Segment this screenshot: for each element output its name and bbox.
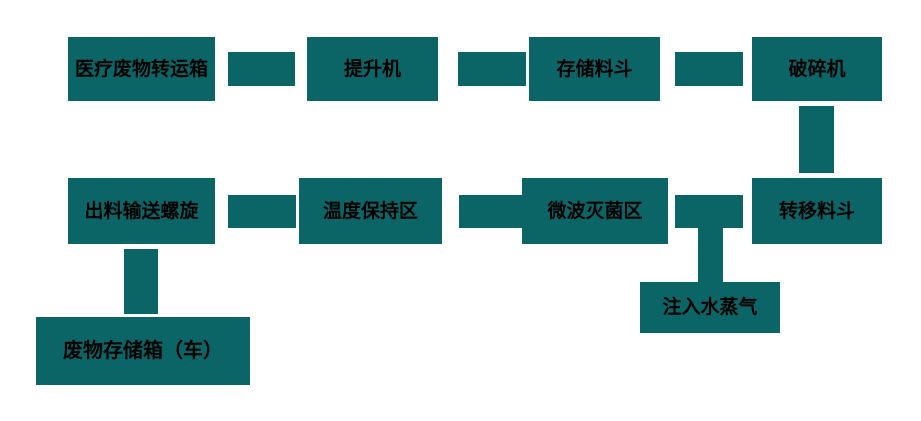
node-discharge-screw-conveyor: 出料输送螺旋 bbox=[68, 178, 215, 244]
node-microwave-sterilization-zone: 微波灭菌区 bbox=[522, 178, 668, 244]
node-storage-hopper: 存储料斗 bbox=[529, 37, 660, 101]
connector-microwave-zone-to-transfer-hopper bbox=[675, 195, 743, 228]
connector-steam-injection-up bbox=[698, 228, 723, 282]
node-waste-storage-box-vehicle: 废物存储箱（车） bbox=[36, 317, 250, 385]
connector-discharge-to-temperature-zone bbox=[228, 195, 296, 228]
node-medical-waste-transfer-box: 医疗废物转运箱 bbox=[68, 37, 215, 101]
node-steam-injection: 注入水蒸气 bbox=[640, 282, 780, 333]
node-crusher: 破碎机 bbox=[752, 37, 882, 101]
node-transfer-hopper: 转移料斗 bbox=[752, 178, 882, 244]
connector-transfer-box-to-hoist bbox=[228, 52, 295, 86]
connector-storage-hopper-to-crusher bbox=[675, 52, 743, 86]
connector-discharge-to-waste-storage bbox=[124, 249, 158, 314]
connector-crusher-to-transfer-hopper bbox=[799, 106, 834, 173]
node-temperature-holding-zone: 温度保持区 bbox=[299, 178, 442, 244]
node-hoist: 提升机 bbox=[307, 37, 438, 101]
connector-temperature-to-microwave-zone bbox=[459, 195, 523, 228]
connector-hoist-to-storage-hopper bbox=[458, 52, 526, 86]
